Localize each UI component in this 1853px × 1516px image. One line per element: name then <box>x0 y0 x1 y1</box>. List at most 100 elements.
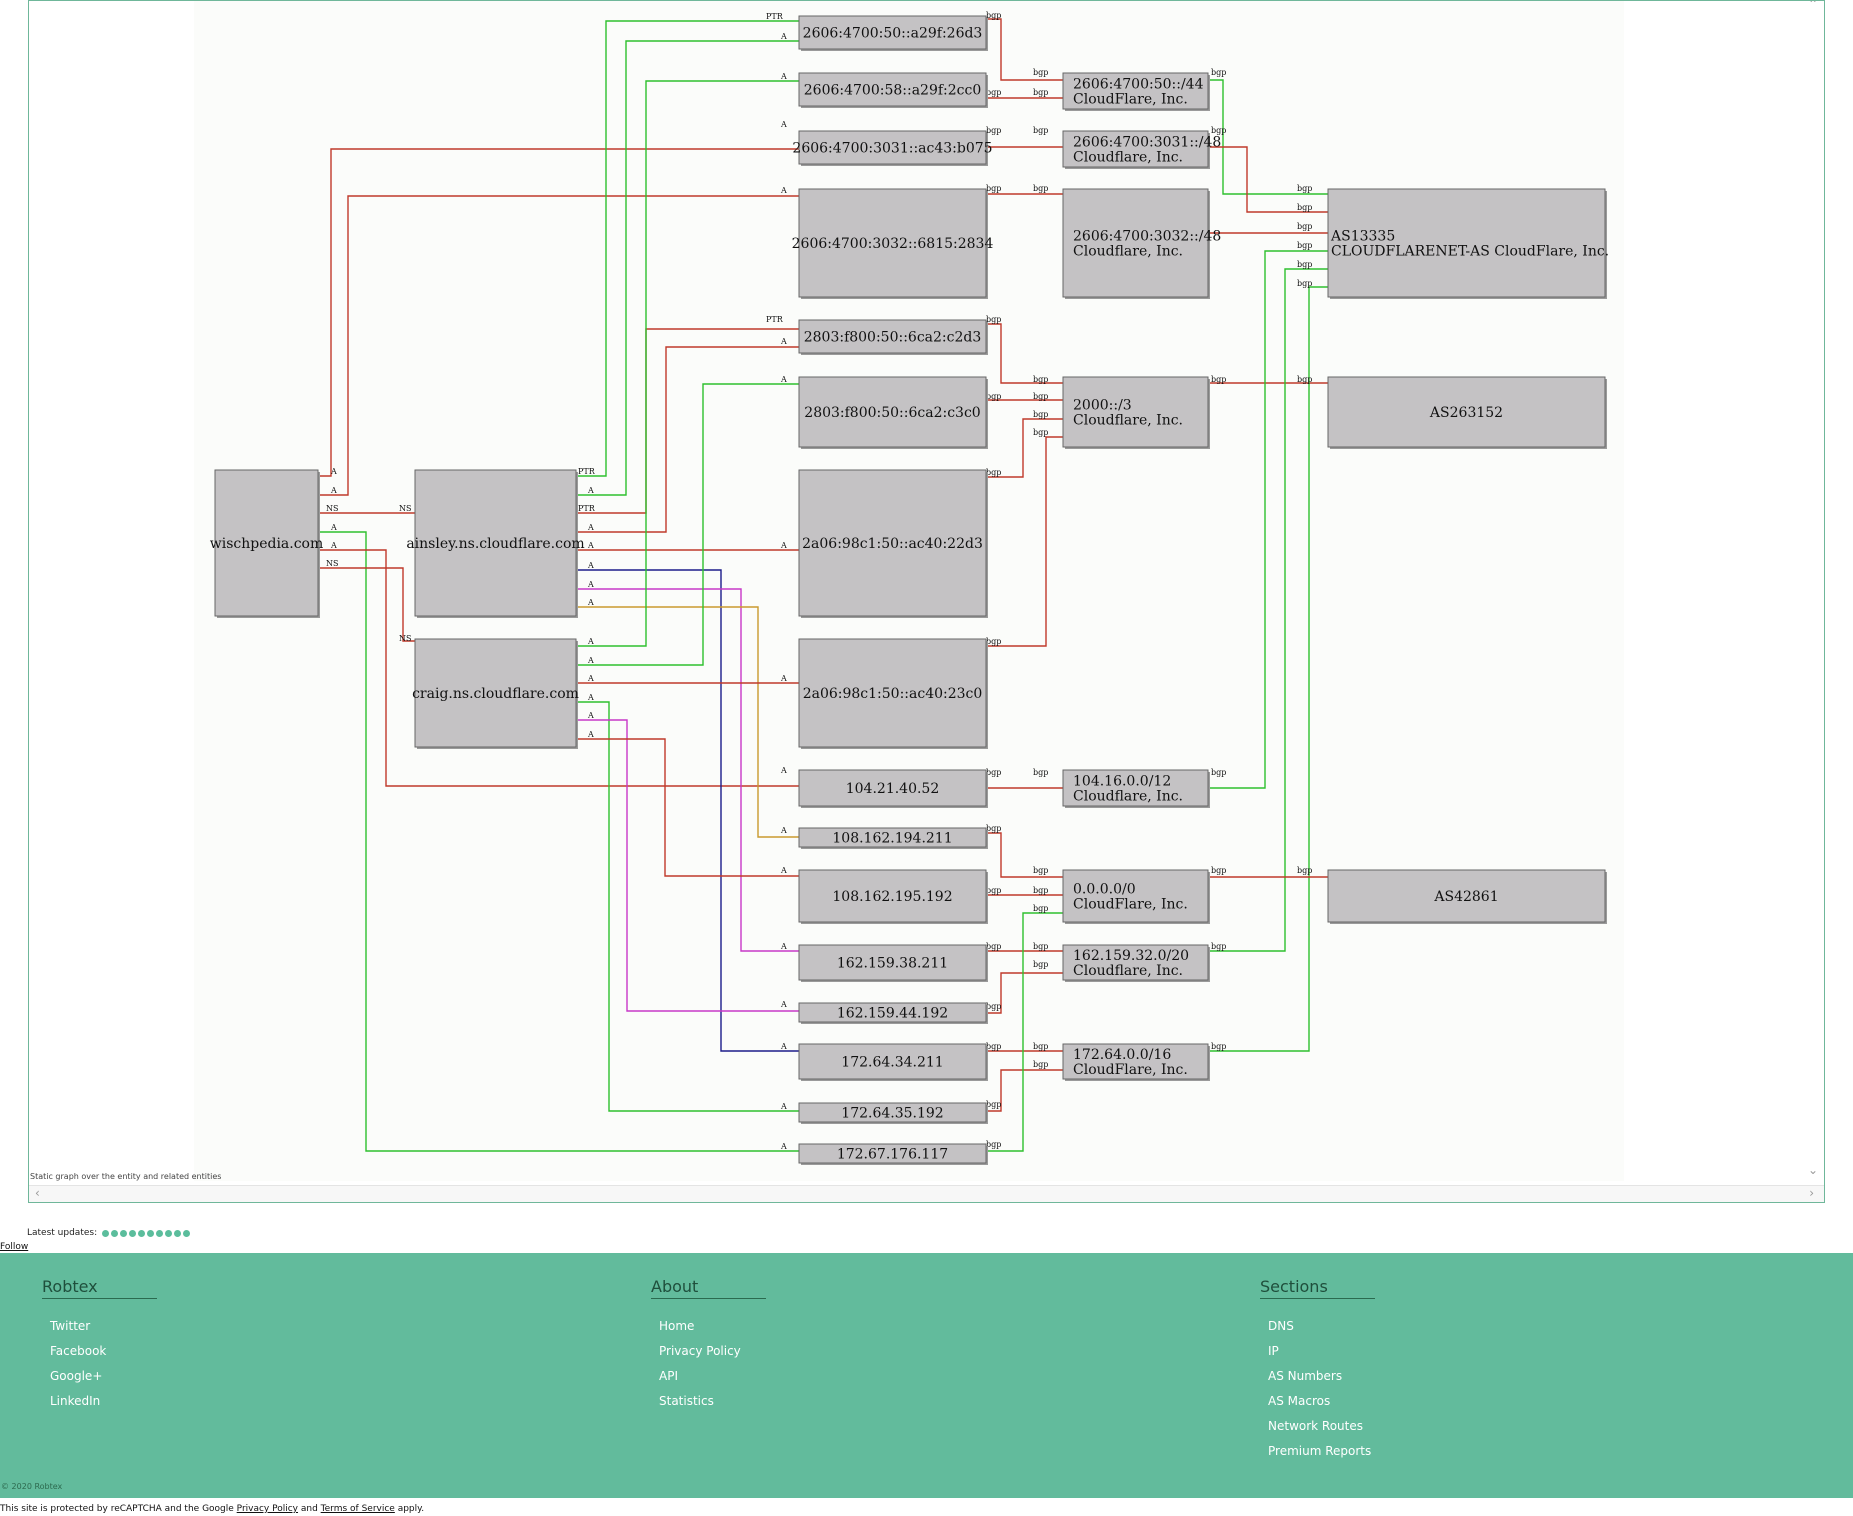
graph-node[interactable]: 108.162.195.192 <box>798 869 988 924</box>
edge-label-bgp: bgp <box>986 1002 1001 1011</box>
edge-bgp <box>986 418 1063 478</box>
edge-label-a: A <box>780 766 787 775</box>
follow-link[interactable]: Follow <box>0 1242 29 1252</box>
graph-node[interactable]: 2606:4700:50::a29f:26d3 <box>798 15 988 51</box>
horizontal-scrollbar[interactable]: ‹ › <box>29 1185 1824 1202</box>
graph-edges <box>318 18 1328 1152</box>
update-dot-icon[interactable] <box>147 1229 155 1237</box>
graph-node[interactable]: ainsley.ns.cloudflare.com <box>406 469 585 618</box>
footer-link-as-numbers[interactable]: AS Numbers <box>1268 1369 1343 1383</box>
footer-link-google-plus[interactable]: Google+ <box>50 1369 103 1383</box>
edge-bgp <box>986 1069 1063 1112</box>
edge-label-bgp: bgp <box>986 11 1001 20</box>
edge-label-bgp: bgp <box>1211 1042 1226 1051</box>
node-box <box>798 1002 987 1023</box>
node-label: 2000::/3 <box>1073 398 1132 414</box>
footer-link-facebook[interactable]: Facebook <box>50 1344 107 1358</box>
graph-node[interactable]: 162.159.44.192 <box>798 1002 988 1024</box>
edge-a <box>576 80 799 647</box>
footer-link-as-macros[interactable]: AS Macros <box>1268 1394 1331 1408</box>
footer-link-ip[interactable]: IP <box>1268 1344 1279 1358</box>
graph-node[interactable]: AS263152 <box>1327 376 1607 449</box>
update-dot-icon[interactable] <box>183 1229 191 1237</box>
update-dot-icon[interactable] <box>129 1229 137 1237</box>
footer-link-home[interactable]: Home <box>659 1319 695 1333</box>
terms-of-service-link[interactable]: Terms of Service <box>320 1504 395 1514</box>
graph-node[interactable]: 2606:4700:58::a29f:2cc0 <box>798 72 988 108</box>
node-label: 172.67.176.117 <box>837 1147 948 1163</box>
edge-label-bgp: bgp <box>1211 375 1226 384</box>
graph-node[interactable]: AS42861 <box>1327 869 1607 924</box>
graph-node[interactable]: 162.159.38.211 <box>798 944 988 982</box>
edge-bgp <box>1208 268 1328 952</box>
update-dot-icon[interactable] <box>102 1229 110 1237</box>
edge-a <box>318 549 799 787</box>
recaptcha-and: and <box>298 1504 321 1514</box>
scroll-up-arrow-icon[interactable]: ⌃ <box>1807 0 1818 11</box>
graph-node[interactable]: 2606:4700:3031::ac43:b075 <box>792 130 993 166</box>
graph-node[interactable]: 172.67.176.117 <box>798 1143 988 1165</box>
scroll-right-arrow-icon[interactable]: › <box>1809 1186 1814 1200</box>
scroll-left-arrow-icon[interactable]: ‹ <box>35 1186 40 1200</box>
update-dot-icon[interactable] <box>138 1229 146 1237</box>
footer-link-dns[interactable]: DNS <box>1268 1319 1294 1333</box>
update-dot-icon[interactable] <box>174 1229 182 1237</box>
graph-node[interactable]: 172.64.35.192 <box>798 1102 988 1124</box>
edge-label-bgp: bgp <box>1033 410 1048 419</box>
edge-label-bgp: bgp <box>986 184 1001 193</box>
edge-label-bgp: bgp <box>1033 392 1048 401</box>
node-box <box>798 72 987 107</box>
graph-node[interactable]: wischpedia.com <box>210 469 324 618</box>
edge-label-bgp: bgp <box>1211 126 1226 135</box>
footer-link-statistics[interactable]: Statistics <box>659 1394 714 1408</box>
update-dot-icon[interactable] <box>120 1229 128 1237</box>
node-label: 104.21.40.52 <box>846 781 940 797</box>
graph-node[interactable]: 2a06:98c1:50::ac40:22d3 <box>798 469 988 618</box>
update-dot-icon[interactable] <box>111 1229 119 1237</box>
update-dot-icon[interactable] <box>156 1229 164 1237</box>
privacy-policy-link[interactable]: Privacy Policy <box>236 1504 299 1514</box>
footer-link-linkedin[interactable]: LinkedIn <box>50 1394 101 1408</box>
node-box <box>798 15 987 50</box>
scroll-down-arrow-icon[interactable]: ⌄ <box>1807 1163 1818 1177</box>
edge-bgp <box>1208 286 1328 1052</box>
update-dot-icon[interactable] <box>165 1229 173 1237</box>
edge-label-bgp: bgp <box>1211 68 1226 77</box>
node-label: AS13335 <box>1330 229 1395 245</box>
edge-label-bgp: bgp <box>986 468 1001 477</box>
node-label: CloudFlare, Inc. <box>1073 1062 1188 1078</box>
edge-label-a: A <box>780 32 787 41</box>
footer-link-network-routes[interactable]: Network Routes <box>1268 1419 1364 1433</box>
edge-label-a: A <box>780 72 787 81</box>
footer-heading: Robtex <box>42 1277 157 1299</box>
node-box <box>414 469 577 617</box>
graph-node[interactable]: 2606:4700:3032::6815:2834 <box>792 188 994 299</box>
edge-label-bgp: bgp <box>1297 222 1312 231</box>
graph-node[interactable]: 2803:f800:50::6ca2:c2d3 <box>798 319 988 355</box>
footer-link-twitter[interactable]: Twitter <box>50 1319 91 1333</box>
footer-link-premium-reports[interactable]: Premium Reports <box>1268 1444 1372 1458</box>
footer-link-api[interactable]: API <box>659 1369 678 1383</box>
graph-node[interactable]: 108.162.194.211 <box>798 827 988 849</box>
graph-node[interactable]: 172.64.34.211 <box>798 1043 988 1081</box>
graph-node[interactable]: 2803:f800:50::6ca2:c3c0 <box>798 376 988 449</box>
graph-node[interactable]: 104.21.40.52 <box>798 769 988 808</box>
graph-node[interactable]: craig.ns.cloudflare.com <box>412 638 579 749</box>
footer-link-privacy-policy[interactable]: Privacy Policy <box>659 1344 741 1358</box>
edge-label-ns: NS <box>326 504 338 513</box>
edge-label-a: A <box>587 711 594 720</box>
node-box <box>798 469 987 617</box>
graph-node[interactable]: 2a06:98c1:50::ac40:23c0 <box>798 638 988 749</box>
node-label: 2803:f800:50::6ca2:c2d3 <box>804 330 982 346</box>
